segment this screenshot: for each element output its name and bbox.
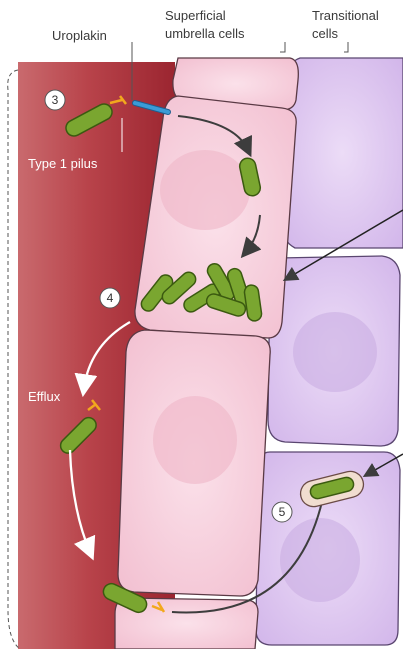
step-4-number: 4 — [107, 291, 114, 305]
step-4-marker: 4 — [100, 288, 120, 308]
type1-pilus-label: Type 1 pilus — [28, 156, 98, 171]
transitional-label-line2: cells — [312, 26, 339, 41]
step-5-number: 5 — [279, 505, 286, 519]
step-5-marker: 5 — [272, 502, 292, 522]
transitional-label-line1: Transitional — [312, 8, 379, 23]
efflux-label: Efflux — [28, 389, 61, 404]
superficial-label-line1: Superficial — [165, 8, 226, 23]
uroplakin-label: Uroplakin — [52, 28, 107, 43]
step-3-marker: 3 — [45, 90, 65, 110]
step-3-number: 3 — [52, 93, 59, 107]
superficial-label-line2: umbrella cells — [165, 26, 245, 41]
